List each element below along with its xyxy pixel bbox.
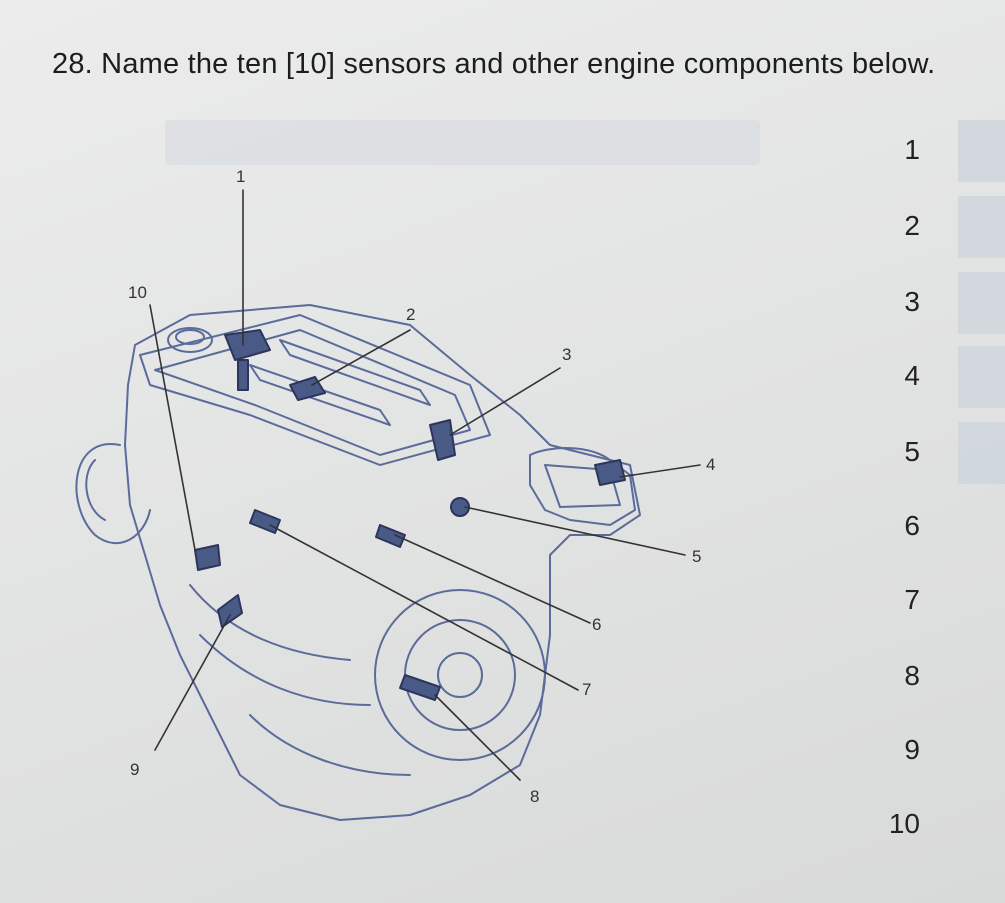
answer-row-8: 8	[840, 644, 1005, 708]
callout-6: 6	[592, 615, 602, 634]
engine-diagram: 1 2 3 4 5 6 7 8 9 10	[50, 115, 770, 835]
callout-4: 4	[706, 455, 716, 474]
question-title: 28. Name the ten [10] sensors and other …	[52, 48, 936, 80]
answer-number: 9	[904, 734, 920, 765]
callout-9: 9	[130, 760, 140, 779]
callout-8: 8	[530, 787, 540, 806]
callout-2: 2	[406, 305, 416, 324]
callout-7: 7	[582, 680, 592, 699]
answer-field-2[interactable]	[958, 196, 1005, 258]
answer-row-6: 6	[840, 494, 1005, 558]
answer-number: 6	[904, 510, 920, 541]
callout-5: 5	[692, 547, 702, 566]
callout-10: 10	[128, 283, 147, 302]
answer-row-5: 5	[840, 420, 1005, 484]
answer-row-2: 2	[840, 194, 1005, 258]
answer-number: 5	[904, 436, 920, 467]
answer-number: 7	[904, 584, 920, 615]
blank-area	[165, 120, 760, 165]
answer-row-7: 7	[840, 568, 1005, 632]
answer-number: 8	[904, 660, 920, 691]
answer-number: 4	[904, 360, 920, 391]
answer-number: 10	[888, 808, 920, 839]
answer-field-1[interactable]	[958, 120, 1005, 182]
callout-3: 3	[562, 345, 572, 364]
engine-drawing	[75, 189, 701, 821]
answer-number: 3	[904, 286, 920, 317]
answer-row-10: 10	[840, 792, 1005, 856]
answer-row-1: 1	[840, 118, 1005, 182]
answer-row-3: 3	[840, 270, 1005, 334]
answer-number: 2	[904, 210, 920, 241]
callout-1: 1	[236, 167, 246, 186]
answer-field-5[interactable]	[958, 422, 1005, 484]
answer-field-4[interactable]	[958, 346, 1005, 408]
answer-field-3[interactable]	[958, 272, 1005, 334]
answer-row-9: 9	[840, 718, 1005, 782]
answer-row-4: 4	[840, 344, 1005, 408]
answer-number: 1	[904, 134, 920, 165]
